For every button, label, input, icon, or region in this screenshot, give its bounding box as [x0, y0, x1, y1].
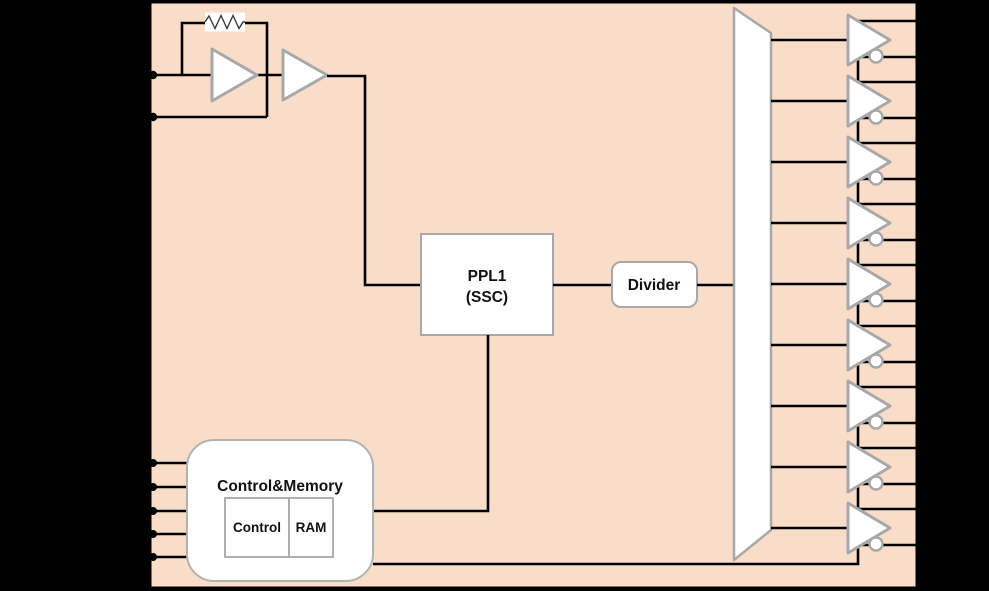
xtal-pin-dot — [148, 70, 158, 80]
ram-label: RAM — [296, 520, 327, 535]
pll-block — [420, 233, 554, 336]
pll-sublabel: (SSC) — [466, 289, 508, 306]
config-pin-dot — [149, 483, 157, 491]
control-label: Control — [233, 520, 281, 535]
oscillator-amplifier-icon — [210, 47, 259, 103]
control-memory-block: Control&Memory Control RAM — [149, 439, 374, 582]
pll-to-control-wire — [373, 335, 490, 513]
fanout-mux — [732, 6, 773, 562]
config-pin-dot — [149, 553, 157, 561]
pll-label: PPL1 — [468, 268, 507, 285]
osc-to-pll-wire — [327, 74, 421, 287]
xtal-pin-dot — [148, 112, 158, 122]
config-pin-dot — [149, 459, 157, 467]
bottom-bus-wire — [373, 545, 860, 566]
input-buffer-icon — [281, 48, 329, 102]
resistor-icon — [204, 12, 245, 32]
crystal-oscillator — [148, 12, 421, 287]
control-sub-block — [224, 497, 290, 558]
output-chain-wires — [373, 57, 860, 566]
ram-sub-block — [288, 497, 334, 558]
config-pin-dot — [149, 507, 157, 515]
divider-label: Divider — [628, 277, 681, 294]
control-memory-title: Control&Memory — [217, 478, 343, 495]
config-pin-dot — [149, 530, 157, 538]
